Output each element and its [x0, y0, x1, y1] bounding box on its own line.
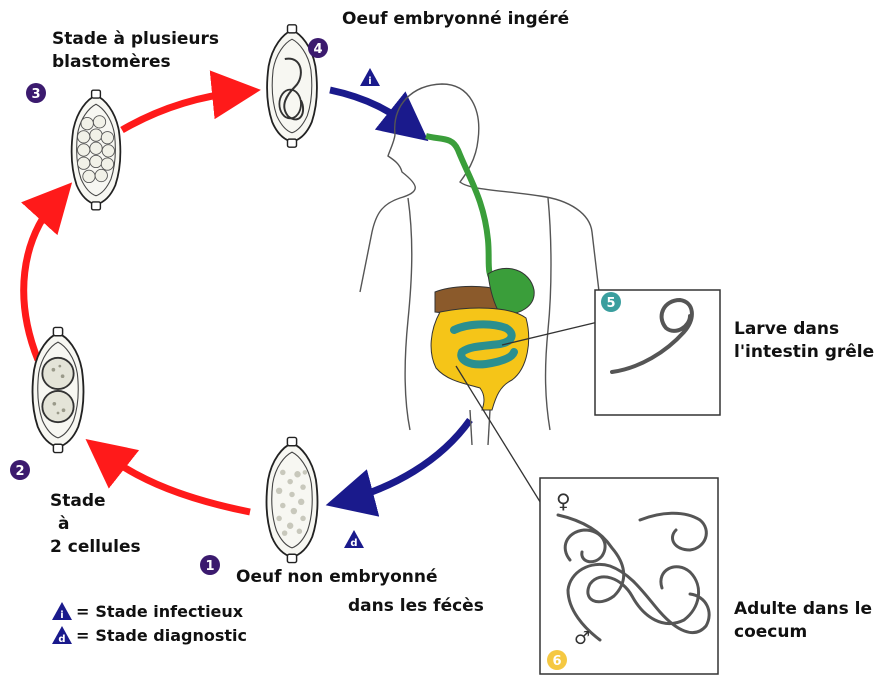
label-stage-4-line-1: Oeuf embryonné ingéré	[342, 9, 569, 29]
badge-stage-6: 6	[547, 650, 567, 670]
label-stage-1-line-2: dans les fécès	[236, 595, 484, 618]
label-stage-2-line-2: à	[50, 513, 141, 536]
legend-diagnostic-letter: d	[58, 634, 65, 645]
human-host-figure	[360, 84, 600, 445]
label-stage-5-line-2: l'intestin grêle	[734, 341, 874, 364]
label-stage-1: Oeuf non embryonné dans les fécès	[236, 566, 484, 618]
label-stage-5-line-1: Larve dans	[734, 318, 874, 341]
label-stage-4: Oeuf embryonné ingéré	[342, 8, 569, 31]
label-stage-6-line-1: Adulte dans le	[734, 598, 872, 621]
label-stage-1-line-1: Oeuf non embryonné	[236, 566, 484, 589]
label-stage-3-line-1: Stade à plusieurs	[52, 28, 219, 51]
arrow-stage3-to-stage4	[122, 92, 240, 130]
egg-stage-2-two-cells	[33, 327, 84, 452]
badge-stage-4-num: 4	[313, 42, 322, 57]
male-symbol: ♂	[574, 628, 590, 649]
diagnostic-stage-marker: d	[344, 530, 364, 549]
legend-eq-2: =	[76, 626, 89, 645]
legend-eq-1: =	[76, 602, 89, 621]
badge-stage-1: 1	[200, 555, 220, 575]
badge-stage-3-num: 3	[31, 87, 40, 102]
legend-row-diagnostic: = Stade diagnostic	[76, 626, 247, 645]
label-stage-6: Adulte dans le coecum	[734, 598, 872, 644]
legend-infective-icon: i	[52, 602, 72, 621]
label-stage-2-line-1: Stade	[50, 490, 141, 513]
label-stage-2-line-3: 2 cellules	[50, 536, 141, 559]
label-stage-3-line-2: blastomères	[52, 51, 219, 74]
badge-stage-2-num: 2	[15, 464, 24, 479]
egg-stage-3-blastomeres	[72, 90, 121, 210]
badge-stage-5: 5	[601, 292, 621, 312]
infective-stage-marker: i	[360, 68, 380, 87]
legend-row-infective: = Stade infectieux	[76, 602, 243, 621]
badge-stage-5-num: 5	[606, 296, 615, 311]
badge-stage-3: 3	[26, 83, 46, 103]
arrow-host-to-stage1	[346, 420, 470, 500]
oesophagus	[426, 136, 494, 282]
legend-diagnostic-icon: d	[52, 626, 72, 645]
legend-infective-letter: i	[60, 610, 63, 621]
female-symbol: ♀	[556, 489, 571, 513]
legend-infective-text: Stade infectieux	[95, 602, 243, 621]
badge-stage-2: 2	[10, 460, 30, 480]
label-stage-3: Stade à plusieurs blastomères	[52, 28, 219, 74]
label-stage-5: Larve dans l'intestin grêle	[734, 318, 874, 364]
label-stage-6-line-2: coecum	[734, 621, 872, 644]
diagnostic-marker-letter: d	[350, 538, 357, 549]
legend-diagnostic-text: Stade diagnostic	[95, 626, 247, 645]
badge-stage-1-num: 1	[205, 559, 214, 574]
label-stage-2: Stade à 2 cellules	[50, 490, 141, 559]
badge-stage-4: 4	[308, 38, 328, 58]
egg-stage-1-unembryonated	[267, 437, 318, 562]
badge-stage-6-num: 6	[552, 654, 561, 669]
infective-marker-letter: i	[368, 76, 371, 87]
